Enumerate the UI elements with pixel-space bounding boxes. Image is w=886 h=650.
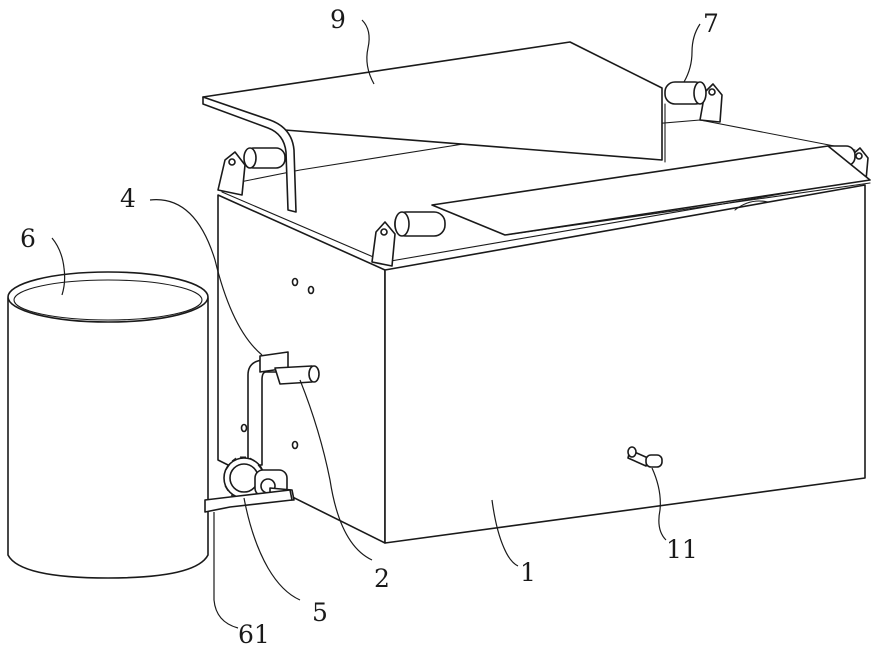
nozzle-tip xyxy=(646,455,662,467)
label-pump: 5 xyxy=(312,598,328,627)
cover-sheet-top xyxy=(203,42,662,160)
label-roller: 7 xyxy=(703,9,719,38)
tank-front-face xyxy=(385,185,865,543)
bucket xyxy=(8,272,208,578)
bracket-bolt xyxy=(381,229,387,235)
label-pipe-outlet: 2 xyxy=(374,564,390,593)
bracket-bolt xyxy=(229,159,235,165)
leader-5 xyxy=(244,498,300,600)
outlet-end xyxy=(309,366,319,382)
roller-end xyxy=(694,82,706,104)
label-nozzle: 11 xyxy=(666,535,698,564)
leader-7 xyxy=(684,24,700,82)
bracket-bolt xyxy=(856,153,862,159)
roller-end xyxy=(244,148,256,168)
bracket-bolt xyxy=(709,89,715,95)
bucket-body xyxy=(8,298,208,578)
roller-end xyxy=(395,212,409,236)
nozzle-cap xyxy=(628,447,636,457)
label-pipe: 4 xyxy=(120,184,136,213)
label-cover-sheet: 9 xyxy=(330,5,346,34)
leader-61 xyxy=(214,512,238,628)
label-bucket-pipe: 61 xyxy=(238,620,270,649)
label-bucket: 6 xyxy=(20,224,36,253)
label-tank: 1 xyxy=(520,558,536,587)
